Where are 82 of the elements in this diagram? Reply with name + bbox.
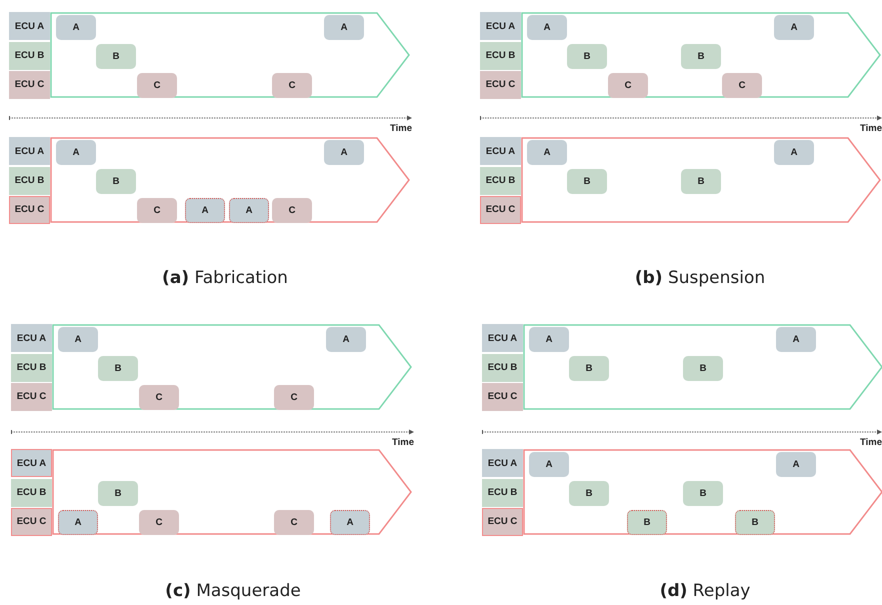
ecu-label: ECU B <box>9 166 50 194</box>
dashed-message-box: A <box>229 198 269 223</box>
figure-caption: (a) Fabrication <box>162 268 288 288</box>
message-box: C <box>722 73 762 98</box>
timeline-frame <box>523 324 882 410</box>
message-box: B <box>681 44 721 69</box>
figure-caption: (d) Replay <box>660 581 750 601</box>
timeline-frame <box>50 137 410 223</box>
message-box: A <box>324 140 364 165</box>
ecu-label: ECU B <box>480 166 521 194</box>
message-box: A <box>324 15 364 40</box>
message-box: B <box>98 356 138 381</box>
ecu-label: ECU C <box>482 508 523 536</box>
message-box: B <box>683 481 723 506</box>
message-box: C <box>608 73 648 98</box>
message-box: A <box>527 140 567 165</box>
message-box: B <box>569 356 609 381</box>
axis-label: Time <box>860 437 882 448</box>
figure-caption: (c) Masquerade <box>165 581 301 601</box>
ecu-label: ECU C <box>482 382 523 410</box>
timeline-frame <box>52 449 412 535</box>
ecu-label: ECU B <box>9 42 50 70</box>
axis-label: Time <box>392 437 414 448</box>
dashed-message-box: A <box>330 510 370 535</box>
ecu-label: ECU B <box>482 354 523 382</box>
ecu-label: ECU B <box>480 42 521 70</box>
ecu-label: ECU B <box>11 354 52 382</box>
timeline-frame <box>523 449 882 535</box>
timeline-frame <box>521 12 881 98</box>
message-box: C <box>139 510 179 535</box>
message-box: A <box>58 327 98 352</box>
ecu-label: ECU C <box>9 70 50 98</box>
timeline-frame <box>50 12 410 98</box>
ecu-label: ECU A <box>11 324 52 352</box>
message-box: A <box>776 327 816 352</box>
message-box: A <box>56 15 96 40</box>
ecu-label: ECU A <box>480 12 521 40</box>
message-box: B <box>683 356 723 381</box>
ecu-label: ECU B <box>482 478 523 506</box>
ecu-label: ECU A <box>9 137 50 165</box>
axis-label: Time <box>390 123 412 134</box>
message-box: B <box>569 481 609 506</box>
dashed-message-box: A <box>58 510 98 535</box>
message-box: A <box>56 140 96 165</box>
message-box: A <box>774 15 814 40</box>
message-box: B <box>98 481 138 506</box>
message-box: B <box>96 44 136 69</box>
message-box: A <box>774 140 814 165</box>
message-box: A <box>529 327 569 352</box>
message-box: B <box>681 169 721 194</box>
message-box: A <box>326 327 366 352</box>
ecu-label: ECU B <box>11 478 52 506</box>
ecu-label: ECU A <box>11 449 52 477</box>
message-box: B <box>567 44 607 69</box>
ecu-label: ECU A <box>482 324 523 352</box>
ecu-label: ECU C <box>11 382 52 410</box>
message-box: B <box>96 169 136 194</box>
message-box: C <box>139 385 179 410</box>
ecu-label: ECU C <box>9 196 50 224</box>
dashed-message-box: A <box>185 198 225 223</box>
message-box: A <box>527 15 567 40</box>
timeline-frame <box>521 137 881 223</box>
axis-label: Time <box>860 123 882 134</box>
message-box: C <box>137 198 177 223</box>
timeline-frame <box>52 324 412 410</box>
message-box: C <box>272 73 312 98</box>
dashed-message-box: B <box>735 510 775 535</box>
figure-caption: (b) Suspension <box>634 268 766 288</box>
message-box: A <box>776 452 816 477</box>
message-box: A <box>529 452 569 477</box>
message-box: C <box>137 73 177 98</box>
message-box: C <box>274 510 314 535</box>
dashed-message-box: B <box>627 510 667 535</box>
ecu-label: ECU C <box>480 70 521 98</box>
ecu-label: ECU A <box>480 137 521 165</box>
message-box: C <box>272 198 312 223</box>
ecu-label: ECU A <box>9 12 50 40</box>
ecu-label: ECU C <box>480 196 521 224</box>
ecu-label: ECU C <box>11 508 52 536</box>
message-box: B <box>567 169 607 194</box>
ecu-label: ECU A <box>482 449 523 477</box>
message-box: C <box>274 385 314 410</box>
